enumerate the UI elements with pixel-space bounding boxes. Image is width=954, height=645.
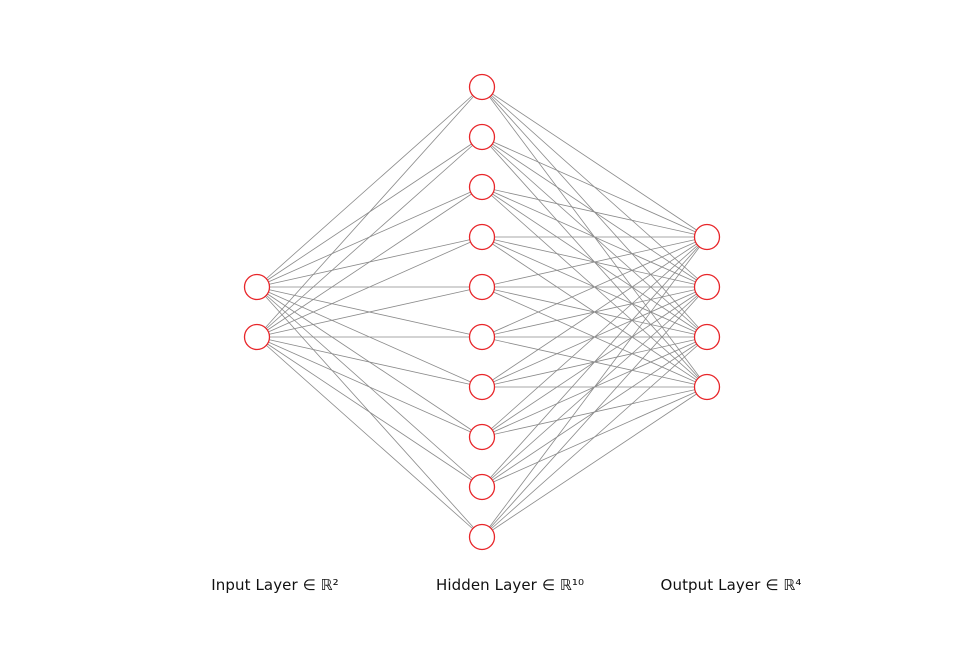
edge-hidden-7-to-output-1 [481,236,708,388]
output-node-1 [693,223,721,251]
input-node-2 [243,323,271,351]
hidden-layer-label: Hidden Layer ∈ ℝ¹⁰ [435,576,585,594]
edge-input-2-to-hidden-10 [256,336,483,538]
hidden-node-6 [468,323,496,351]
output-layer-label: Output Layer ∈ ℝ⁴ [660,576,802,594]
output-node-4 [693,373,721,401]
edge-input-2-to-hidden-5 [256,286,483,338]
hidden-node-5 [468,273,496,301]
edge-hidden-10-to-output-1 [481,236,708,538]
output-node-3 [693,323,721,351]
input-layer-label: Input Layer ∈ ℝ² [211,576,339,594]
hidden-node-2 [468,123,496,151]
edge-hidden-6-to-output-1 [481,236,708,338]
input-node-1 [243,273,271,301]
edge-group [256,86,708,538]
edge-input-2-to-hidden-3 [256,186,483,338]
edge-input-1-to-hidden-1 [256,86,483,288]
edge-input-2-to-hidden-8 [256,336,483,438]
edge-hidden-10-to-output-3 [481,336,708,538]
hidden-node-4 [468,223,496,251]
edge-input-2-to-hidden-2 [256,136,483,338]
hidden-node-8 [468,423,496,451]
edge-hidden-5-to-output-1 [481,236,708,288]
node-group [243,73,721,551]
edge-hidden-2-to-output-1 [481,136,708,238]
edge-input-2-to-hidden-4 [256,236,483,338]
output-node-2 [693,273,721,301]
hidden-node-9 [468,473,496,501]
edge-hidden-1-to-output-1 [481,86,708,238]
hidden-node-3 [468,173,496,201]
edge-hidden-9-to-output-1 [481,236,708,488]
edge-input-2-to-hidden-7 [256,336,483,388]
edge-hidden-8-to-output-1 [481,236,708,438]
edge-input-2-to-hidden-9 [256,336,483,488]
edge-hidden-3-to-output-1 [481,186,708,238]
hidden-node-7 [468,373,496,401]
edge-hidden-10-to-output-4 [481,386,708,538]
hidden-node-1 [468,73,496,101]
hidden-node-10 [468,523,496,551]
edge-input-2-to-hidden-1 [256,86,483,338]
edge-hidden-10-to-output-2 [481,286,708,538]
